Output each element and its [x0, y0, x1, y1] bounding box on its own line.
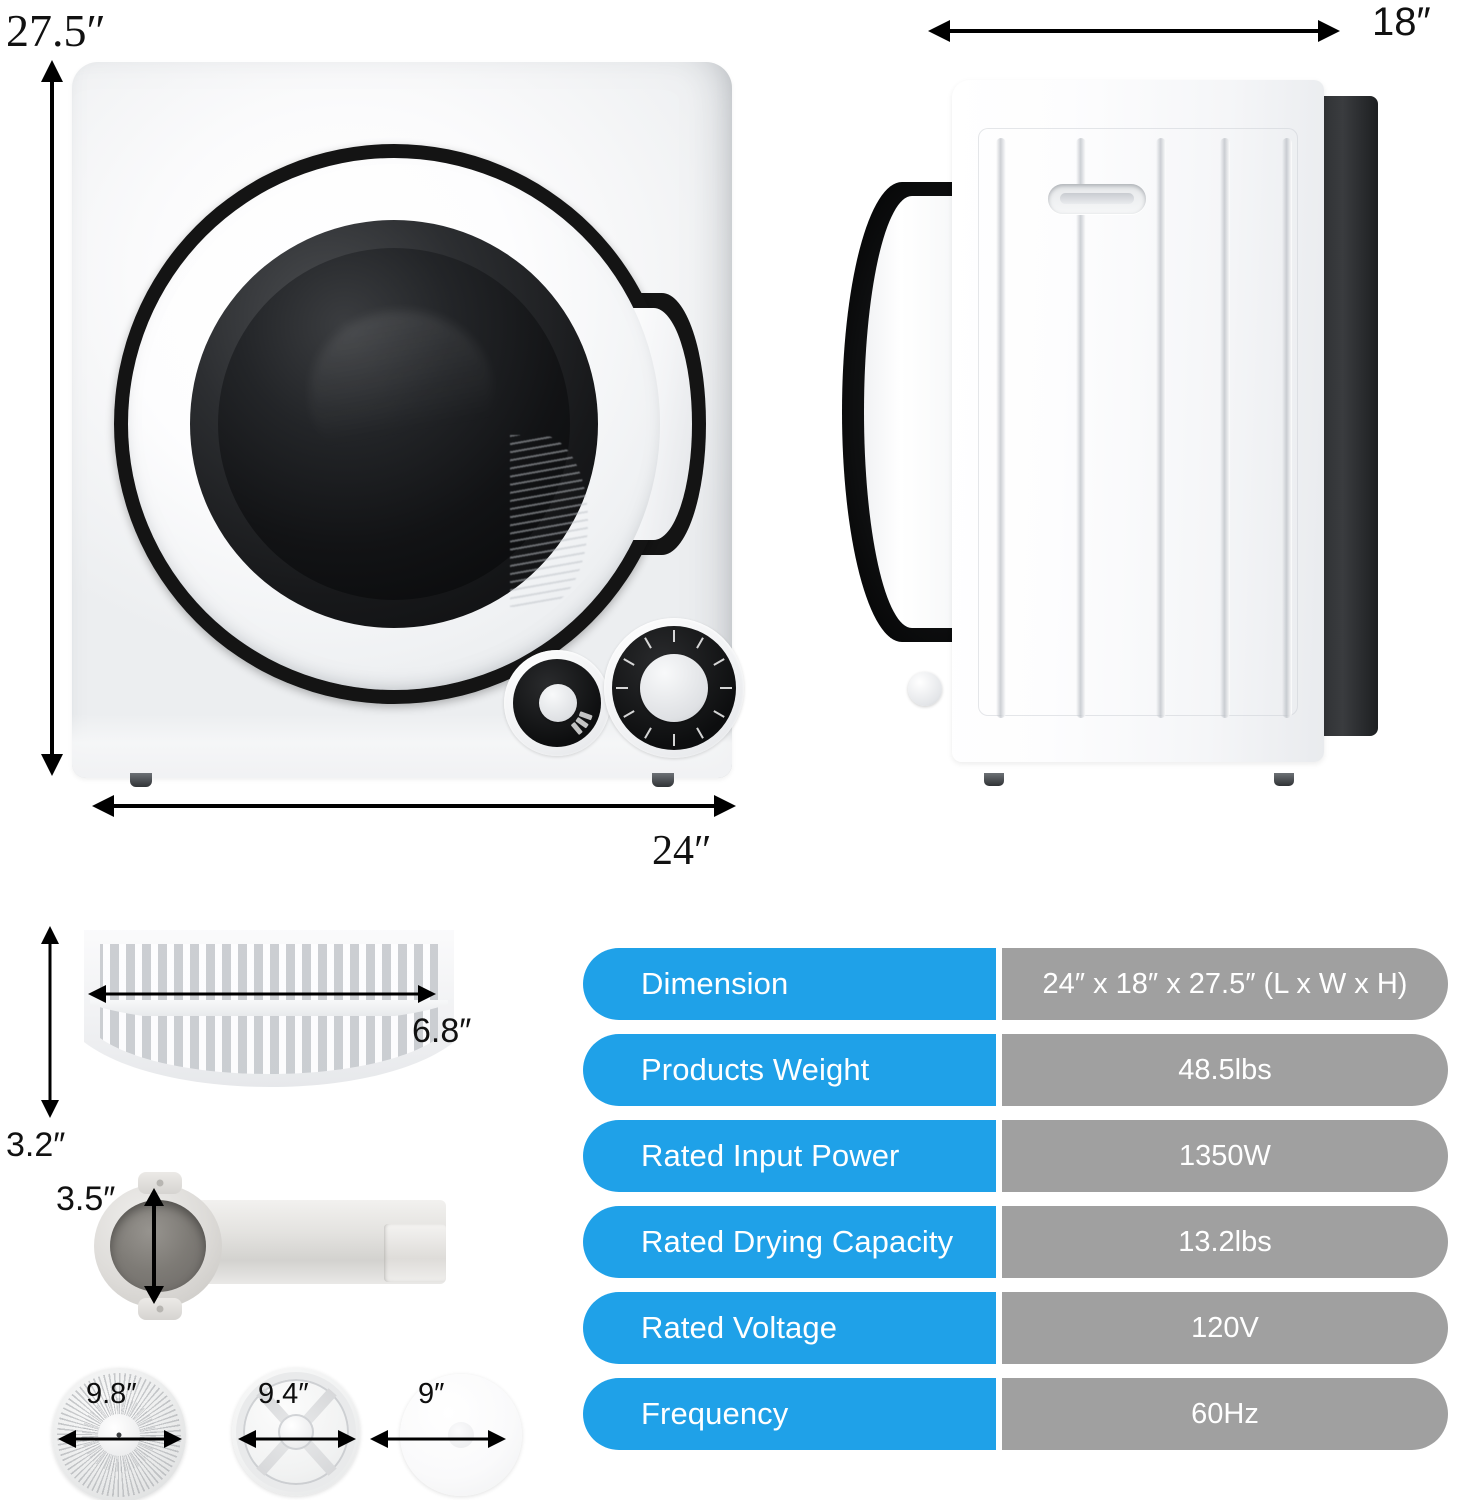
width-dimension-label: 24″ — [652, 828, 712, 874]
side-door-face — [864, 196, 956, 628]
vent-bore — [110, 1200, 206, 1292]
timer-knob-hub[interactable] — [539, 684, 577, 722]
height-dimension-label: 27.5″ — [6, 5, 106, 56]
spec-key-label: Dimension — [641, 966, 789, 1001]
side-rib — [1220, 138, 1230, 718]
side-panel-inset — [978, 128, 1298, 716]
front-foot-right — [652, 773, 674, 787]
depth-dimension-arrow — [928, 18, 1340, 44]
disc-1-diameter-label: 9.8″ — [86, 1378, 137, 1410]
dryer-door-assembly — [114, 144, 706, 704]
drum-fins — [510, 435, 588, 608]
disc-2-diameter-arrow — [238, 1428, 356, 1450]
spec-value-cell: 1350W — [1002, 1120, 1448, 1192]
spec-key-cell: Frequency — [583, 1378, 996, 1450]
vent-duct-body — [178, 1200, 446, 1284]
vent-diameter-arrow — [142, 1188, 166, 1304]
side-foot-rear — [1274, 773, 1294, 786]
filter-width-label: 6.8″ — [412, 1012, 472, 1050]
table-row: Products Weight 48.5lbs — [583, 1034, 1448, 1106]
height-dimension-arrow — [38, 60, 66, 776]
timer-knob-panel — [504, 650, 610, 756]
side-rib — [1282, 138, 1292, 718]
side-rib — [1156, 138, 1166, 718]
spec-value-cell: 24″ x 18″ x 27.5″ (L x W x H) — [1002, 948, 1448, 1020]
spec-key-label: Rated Voltage — [641, 1310, 838, 1345]
disc-2-diameter-label: 9.4″ — [258, 1378, 309, 1410]
filter-height-label: 3.2″ — [6, 1126, 66, 1164]
table-row: Rated Voltage 120V — [583, 1292, 1448, 1364]
width-dimension-arrow — [92, 792, 736, 820]
vent-duct-collar — [384, 1224, 446, 1282]
spec-value-cell: 120V — [1002, 1292, 1448, 1364]
filter-width-arrow — [88, 982, 436, 1006]
disc-3-diameter-label: 9″ — [418, 1378, 445, 1410]
spec-key-cell: Rated Input Power — [583, 1120, 996, 1192]
table-row: Rated Input Power 1350W — [583, 1120, 1448, 1192]
specification-table: Dimension 24″ x 18″ x 27.5″ (L x W x H) … — [583, 948, 1448, 1450]
spec-key-label: Products Weight — [641, 1052, 870, 1087]
spec-key-cell: Products Weight — [583, 1034, 996, 1106]
filter-height-arrow — [38, 926, 62, 1118]
front-foot-left — [130, 773, 152, 787]
spec-key-cell: Dimension — [583, 948, 996, 1020]
lint-filter — [78, 926, 460, 1116]
side-rib — [996, 138, 1006, 718]
table-row: Dimension 24″ x 18″ x 27.5″ (L x W x H) — [583, 948, 1448, 1020]
spec-key-label: Rated Drying Capacity — [641, 1224, 954, 1259]
spec-value-cell: 48.5lbs — [1002, 1034, 1448, 1106]
spec-key-cell: Rated Voltage — [583, 1292, 996, 1364]
dryer-ball-vent-cover — [52, 1368, 186, 1500]
dryer-side-view — [842, 62, 1378, 786]
spec-value-cell: 60Hz — [1002, 1378, 1448, 1450]
disc-3-diameter-arrow — [370, 1428, 506, 1450]
program-dial-panel — [604, 618, 744, 758]
spec-value-label: 13.2lbs — [1178, 1225, 1272, 1258]
spec-value-label: 1350W — [1179, 1139, 1271, 1172]
spec-value-label: 48.5lbs — [1178, 1053, 1272, 1086]
spec-value-label: 60Hz — [1191, 1397, 1259, 1430]
table-row: Rated Drying Capacity 13.2lbs — [583, 1206, 1448, 1278]
lint-filter-mesh — [78, 926, 460, 1116]
spec-key-label: Rated Input Power — [641, 1138, 900, 1173]
side-foot-front — [984, 773, 1004, 786]
lint-filter-crossbar — [90, 1000, 448, 1016]
dryer-front-view — [72, 62, 744, 787]
disc-1-diameter-arrow — [58, 1428, 182, 1450]
spec-key-cell: Rated Drying Capacity — [583, 1206, 996, 1278]
program-dial-hub[interactable] — [640, 654, 708, 722]
side-handle-recess — [1048, 184, 1146, 214]
spec-key-label: Frequency — [641, 1396, 789, 1431]
side-knob-nub — [908, 672, 942, 706]
side-rib — [1076, 138, 1086, 718]
depth-dimension-label: 18″ — [1372, 0, 1431, 44]
vent-diameter-label: 3.5″ — [56, 1180, 116, 1218]
spec-value-label: 24″ x 18″ x 27.5″ (L x W x H) — [1042, 967, 1408, 1000]
drum-reflection — [309, 311, 493, 474]
spec-value-label: 120V — [1191, 1311, 1259, 1344]
spec-value-cell: 13.2lbs — [1002, 1206, 1448, 1278]
table-row: Frequency 60Hz — [583, 1378, 1448, 1450]
side-cabinet-panel — [952, 80, 1324, 762]
